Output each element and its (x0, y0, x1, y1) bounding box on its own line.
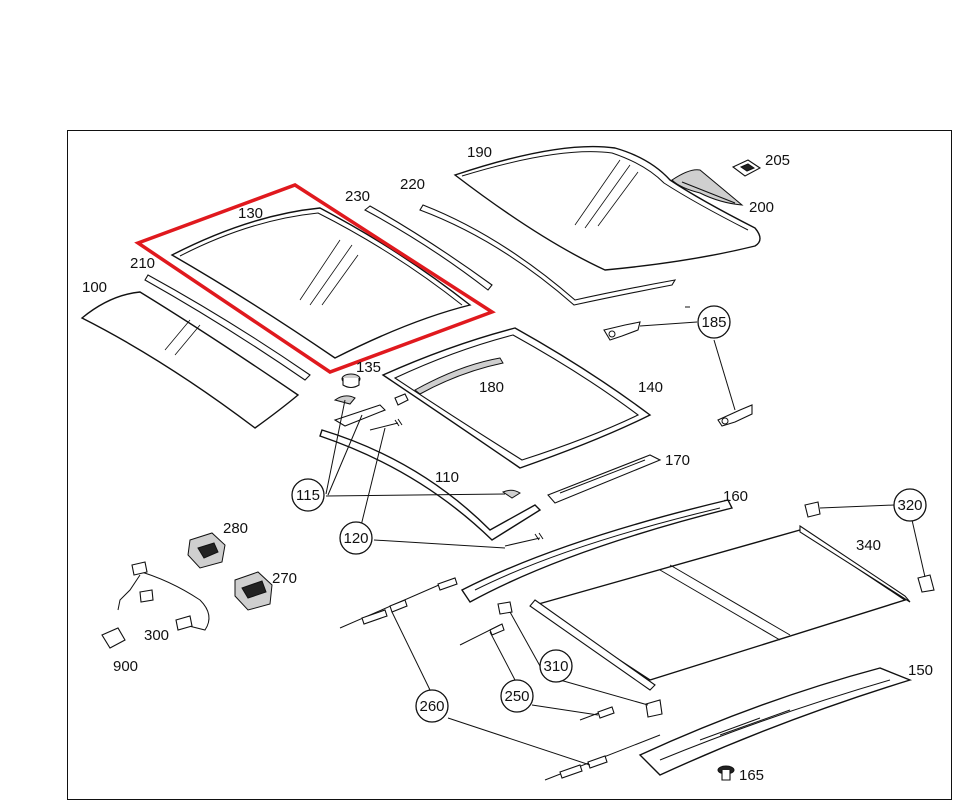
part-280-motor[interactable] (187, 532, 226, 569)
part-165-screw[interactable] (717, 765, 735, 781)
part-120-spring-a[interactable] (369, 418, 403, 431)
part-260-cable-a[interactable] (339, 577, 458, 629)
part-210-strip[interactable] (144, 274, 311, 381)
part-250-cable-a[interactable] (459, 623, 505, 646)
label-300: 300 (144, 627, 169, 644)
label-150: 150 (908, 662, 933, 679)
callout-circles (291, 305, 927, 723)
label-180: 180 (479, 379, 504, 396)
part-labels: 190 205 200 220 230 130 210 100 135 180 … (82, 144, 933, 784)
part-190-rear-glass[interactable] (453, 145, 761, 271)
label-165: 165 (739, 767, 764, 784)
part-220-seal[interactable] (419, 204, 677, 306)
leader-lines (325, 306, 926, 766)
callout-circle-115 (291, 478, 325, 512)
part-340-blind[interactable] (529, 524, 911, 691)
part-130-front-glass[interactable] (170, 207, 472, 359)
label-135: 135 (356, 359, 381, 376)
label-270: 270 (272, 570, 297, 587)
part-900-plug[interactable] (101, 627, 126, 649)
part-150-rail[interactable] (638, 667, 913, 776)
label-230: 230 (345, 188, 370, 205)
label-140: 140 (638, 379, 663, 396)
part-320-clip-b[interactable] (917, 574, 935, 593)
label-900: 900 (113, 658, 138, 675)
part-115-clip-b[interactable] (501, 489, 521, 499)
label-120: 120 (343, 530, 368, 547)
label-310: 310 (543, 658, 568, 675)
part-270-motor[interactable] (234, 571, 273, 611)
part-300-harness[interactable] (117, 561, 210, 631)
part-110-frame[interactable] (319, 404, 542, 541)
callout-circle-120 (339, 521, 373, 555)
label-115: 115 (296, 487, 320, 504)
callout-circle-310 (539, 649, 573, 683)
callout-circle-260 (415, 689, 449, 723)
part-115-clip-a[interactable] (333, 395, 356, 405)
part-205-cap[interactable] (731, 159, 762, 177)
part-200-deflector[interactable] (671, 169, 744, 206)
part-120-spring-b[interactable] (504, 532, 544, 547)
label-170: 170 (665, 452, 690, 469)
callout-circle-185 (697, 305, 731, 339)
label-210: 210 (130, 255, 155, 272)
label-340: 340 (856, 537, 881, 554)
part-250-cable-b[interactable] (579, 706, 615, 721)
label-200: 200 (749, 199, 774, 216)
part-180-strip[interactable] (414, 357, 504, 395)
part-320-clip-a[interactable] (804, 501, 821, 518)
label-250: 250 (504, 688, 529, 705)
part-bracket-small[interactable] (394, 393, 409, 406)
part-310-clip-b[interactable] (645, 699, 663, 718)
label-320: 320 (897, 497, 922, 514)
callout-circle-320 (893, 488, 927, 522)
part-135-knob[interactable] (341, 373, 361, 389)
label-160: 160 (723, 488, 748, 505)
part-230-strip[interactable] (364, 205, 493, 291)
label-110: 110 (435, 469, 459, 486)
part-185-hinge-b[interactable] (717, 404, 753, 427)
label-280: 280 (223, 520, 248, 537)
part-170-rail[interactable] (547, 454, 662, 504)
diagram-frame (67, 130, 952, 800)
part-310-clip-a[interactable] (497, 601, 513, 615)
label-130: 130 (238, 205, 263, 222)
label-100: 100 (82, 279, 107, 296)
label-185: 185 (701, 314, 726, 331)
part-100-glass[interactable] (80, 291, 300, 429)
callout-circle-250 (500, 679, 534, 713)
highlight-frame-130 (134, 183, 496, 374)
part-260-cable-b[interactable] (544, 734, 661, 781)
label-220: 220 (400, 176, 425, 193)
label-205: 205 (765, 152, 790, 169)
part-185-hinge-a[interactable] (603, 321, 641, 341)
label-190: 190 (467, 144, 492, 161)
part-140-frame[interactable] (381, 327, 652, 469)
label-260: 260 (419, 698, 444, 715)
part-160-rail[interactable] (460, 499, 734, 603)
